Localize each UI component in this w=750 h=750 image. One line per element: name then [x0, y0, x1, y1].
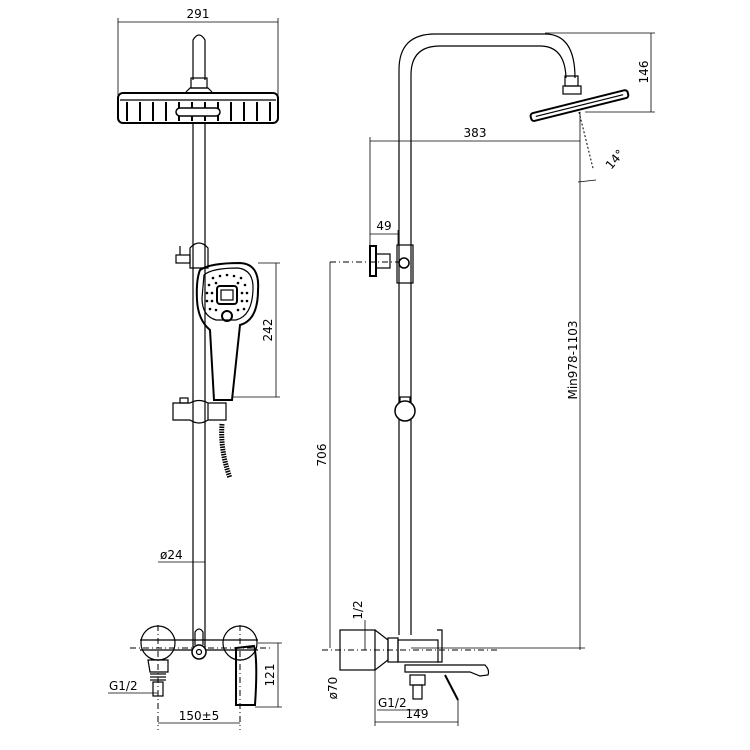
dimension-overhead-width: 291	[117, 7, 279, 95]
label-thread-fraction: 1/2	[351, 600, 365, 619]
side-riser-arm	[398, 33, 582, 635]
label-escutcheon-diameter: ø70	[326, 677, 340, 700]
side-view: 146 383 14° 49	[315, 32, 655, 726]
dimension-handshower-height: 242	[232, 262, 280, 398]
label-mixer-height: 121	[263, 664, 277, 687]
label-inlet-thread-side: G1/2	[378, 696, 407, 710]
label-arm-reach: 383	[464, 126, 487, 140]
shower-hose	[219, 423, 233, 479]
holder-bracket	[175, 242, 209, 269]
label-center-distance: 150±5	[179, 709, 220, 723]
slide-rail	[192, 123, 206, 650]
rail-slider	[172, 397, 227, 424]
dimension-mixer-height: 121	[255, 642, 282, 708]
dimension-escutcheon-diameter: ø70	[326, 630, 341, 700]
dimension-center-distance: 150±5	[158, 709, 240, 724]
label-head-tilt: 14°	[603, 147, 627, 172]
overhead-arm	[185, 34, 213, 93]
dimension-inlet-thread-side: G1/2	[377, 696, 422, 711]
side-height-knob	[394, 396, 416, 422]
dimension-arm-height: 146	[545, 32, 655, 113]
dimension-inlet-thread-front: G1/2	[108, 679, 158, 694]
hand-shower	[195, 261, 260, 401]
label-overhead-width: 291	[187, 7, 210, 21]
overhead-shower-head	[117, 92, 279, 124]
dimension-arm-reach: 383	[369, 112, 581, 650]
mixer-valve	[130, 625, 272, 730]
side-mixer-body	[322, 629, 500, 701]
label-inlet-thread-front: G1/2	[109, 679, 138, 693]
label-bracket-offset: 49	[376, 219, 391, 233]
dimension-thread-fraction: 1/2	[351, 600, 366, 650]
label-arm-height: 146	[637, 61, 651, 84]
side-shower-head	[529, 89, 630, 169]
label-rail-diameter: ø24	[160, 548, 183, 562]
front-view: 291	[108, 7, 282, 730]
side-wall-bracket	[330, 244, 414, 284]
dimension-bracket-offset: 49	[370, 219, 399, 245]
label-handshower-height: 242	[261, 319, 275, 342]
label-rail-height: 706	[315, 444, 329, 467]
dimension-rail-diameter: ø24	[158, 548, 205, 563]
dimension-head-tilt: 14°	[577, 147, 627, 183]
dimension-rail-height: 706	[315, 262, 331, 648]
label-height-range: Min978-1103	[566, 320, 580, 399]
dimension-height-range: Min978-1103	[411, 320, 585, 649]
label-spout-projection: 149	[406, 707, 429, 721]
dimension-spout-projection: 149	[374, 670, 459, 726]
